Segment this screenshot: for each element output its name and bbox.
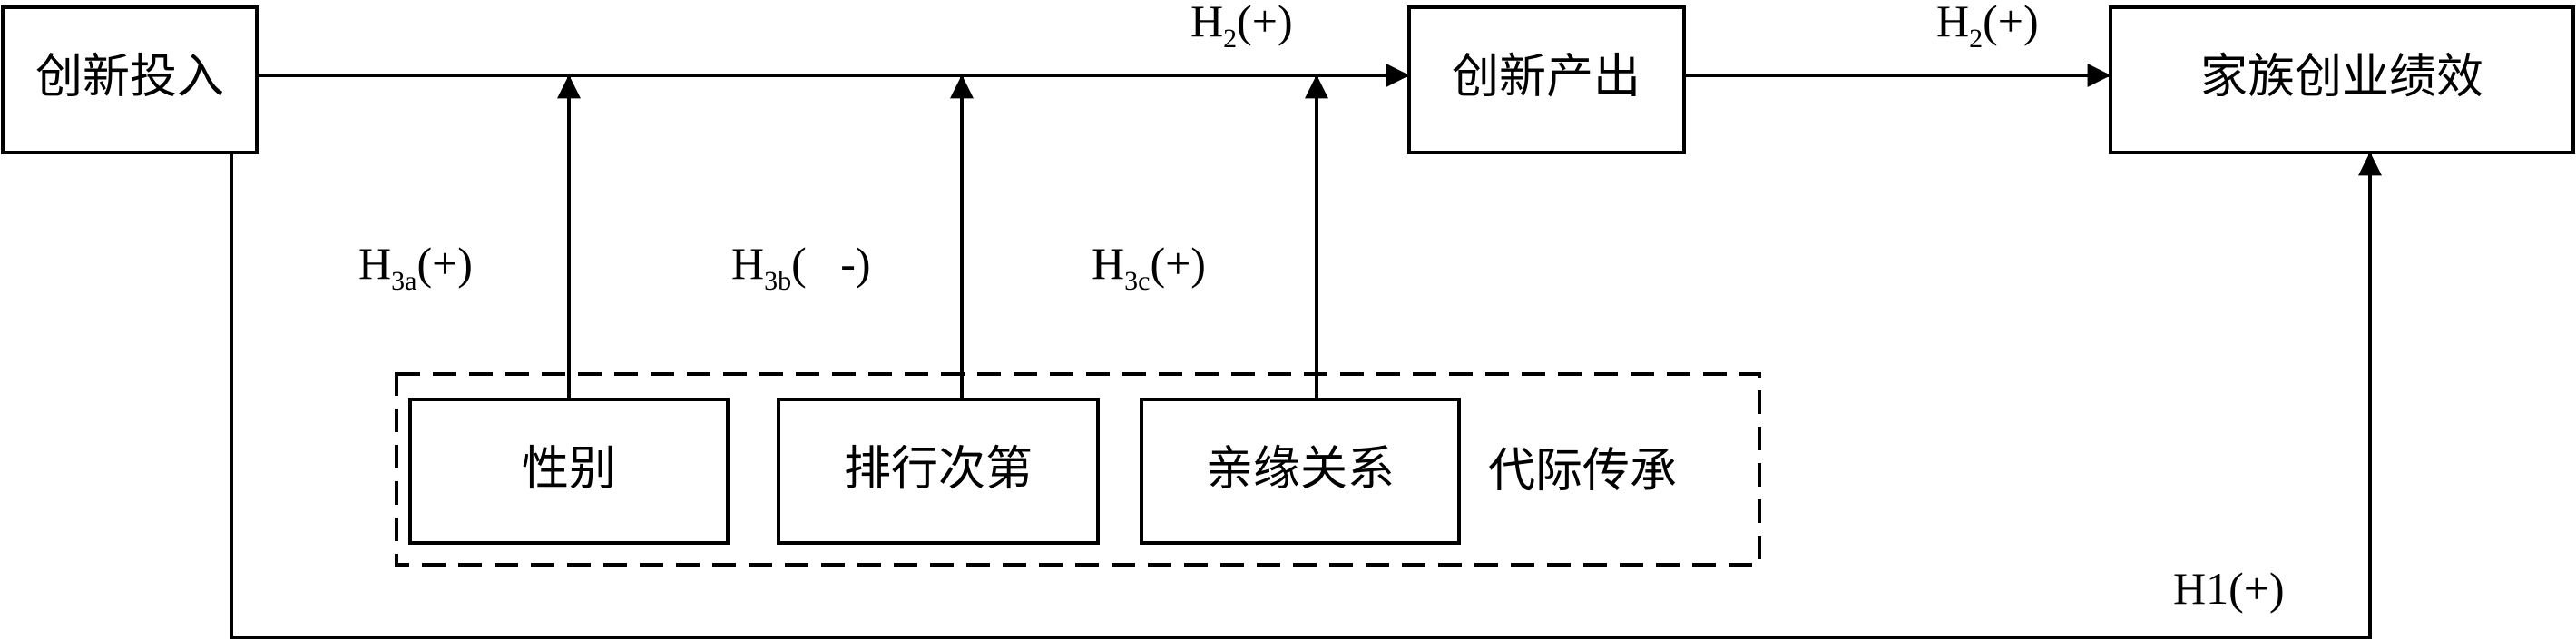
box-gender: 性别	[408, 398, 730, 545]
box-innovation-output: 创新产出	[1407, 5, 1686, 154]
hypothesis-h3b: H3b( -)	[731, 238, 871, 296]
intergenerational-group-border	[395, 372, 1761, 567]
box-innovation-output-label: 创新产出	[1452, 50, 1641, 104]
hypothesis-h1: H1(+)	[2173, 563, 2285, 614]
hypothesis-h2-second: H2(+)	[1936, 0, 2039, 54]
box-kinship-label: 亲缘关系	[1206, 442, 1395, 497]
hypothesis-h2-first: H2(+)	[1190, 0, 1293, 54]
box-birth-order: 排行次第	[777, 398, 1100, 545]
box-innovation-input: 创新投入	[1, 5, 259, 154]
box-family-performance: 家族创业绩效	[2109, 5, 2575, 154]
box-family-performance-label: 家族创业绩效	[2200, 50, 2483, 104]
box-gender-label: 性别	[522, 442, 616, 497]
box-innovation-input-label: 创新投入	[35, 50, 224, 104]
box-kinship: 亲缘关系	[1140, 398, 1461, 545]
hypothesis-h3c: H3c(+)	[1092, 238, 1206, 296]
group-label: 代际传承	[1488, 444, 1677, 498]
hypothesis-h3a: H3a(+)	[358, 238, 473, 296]
arrow-input-to-performance	[230, 152, 2382, 639]
box-birth-order-label: 排行次第	[844, 442, 1033, 497]
